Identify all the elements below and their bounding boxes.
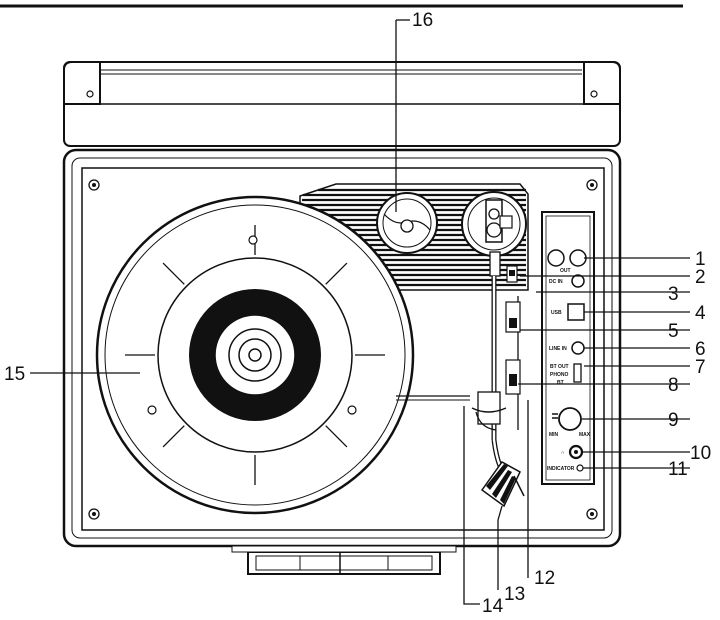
lid-screw-right: [590, 90, 598, 98]
callout-16: 16: [412, 10, 433, 31]
platter-spoke: [325, 262, 348, 285]
platter-spoke: [325, 425, 348, 448]
headphone-icon: ∩: [561, 450, 565, 456]
indicator-label: INDICATOR: [547, 466, 575, 472]
bt-label: BT: [557, 380, 564, 386]
bt-out-label: BT OUT: [550, 364, 569, 370]
usb-port[interactable]: [567, 303, 585, 321]
dc-in-jack[interactable]: [571, 274, 585, 288]
leader-lines: [30, 19, 690, 605]
tonearm-base: [461, 191, 527, 277]
out-label: OUT: [560, 268, 571, 274]
callout-9: 9: [668, 410, 679, 431]
callout-13: 13: [504, 584, 525, 605]
max-label: MAX: [579, 432, 591, 438]
usb-label: USB: [551, 310, 562, 316]
callout-14: 14: [482, 596, 504, 617]
callout-10: 10: [690, 443, 711, 464]
platter-spoke: [162, 425, 185, 448]
callout-6: 6: [695, 339, 706, 360]
mode-switch[interactable]: [573, 363, 582, 383]
phono-label: PHONO: [550, 372, 568, 378]
lid-screw-left: [86, 90, 94, 98]
rca-out-left-jack[interactable]: [547, 249, 565, 267]
line-in-label: LINE IN: [549, 346, 567, 352]
min-label: MIN: [549, 432, 559, 438]
control-strip: [505, 265, 521, 430]
callout-4: 4: [695, 303, 706, 324]
platter: [95, 195, 415, 515]
indicator-led: [576, 464, 584, 472]
arm-rest: [471, 391, 507, 431]
dc-in-label: DC IN: [549, 279, 563, 285]
platter-spoke: [162, 262, 185, 285]
callout-5: 5: [668, 321, 679, 342]
adapter-holder: [376, 192, 438, 254]
rca-out-right-jack[interactable]: [569, 249, 587, 267]
callout-7: 7: [695, 357, 706, 378]
volume-knob[interactable]: [558, 407, 582, 431]
callout-15: 15: [4, 364, 25, 385]
callout-11: 11: [668, 459, 688, 480]
auto-stop-switch[interactable]: [509, 374, 517, 386]
front-latch: [231, 545, 457, 575]
speed-switch[interactable]: [509, 318, 517, 328]
lid: [63, 61, 621, 147]
callout-3: 3: [668, 284, 679, 305]
spindle: [248, 348, 262, 362]
callout-2: 2: [695, 267, 706, 288]
cartridge: [480, 461, 525, 521]
callout-8: 8: [668, 375, 679, 396]
callout-12: 12: [534, 568, 555, 589]
connection-panel: OUT DC IN USB LINE IN BT OUT PHONO BT MI…: [541, 211, 595, 485]
line-in-jack[interactable]: [571, 341, 585, 355]
callout-1: 1: [695, 249, 706, 270]
